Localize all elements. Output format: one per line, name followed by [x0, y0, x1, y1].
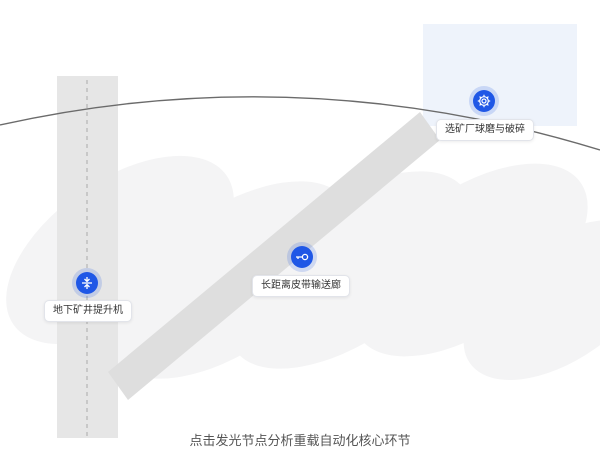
- conveyor-corridor: [108, 112, 440, 400]
- ballmill-label: 选矿厂球磨与破碎: [436, 119, 534, 141]
- ballmill-zone: [423, 24, 577, 126]
- hoist-label: 地下矿井提升机: [44, 300, 132, 322]
- compress-arrows-icon: [82, 277, 92, 289]
- gear-icon: [477, 94, 491, 108]
- belt-key-icon: [296, 253, 309, 261]
- conveyor-label: 长距离皮带输送廊: [252, 275, 350, 297]
- instruction-caption: 点击发光节点分析重载自动化核心环节: [189, 434, 411, 449]
- hoist-node[interactable]: [76, 272, 98, 294]
- ballmill-node[interactable]: [473, 90, 495, 112]
- conveyor-node[interactable]: [291, 246, 313, 268]
